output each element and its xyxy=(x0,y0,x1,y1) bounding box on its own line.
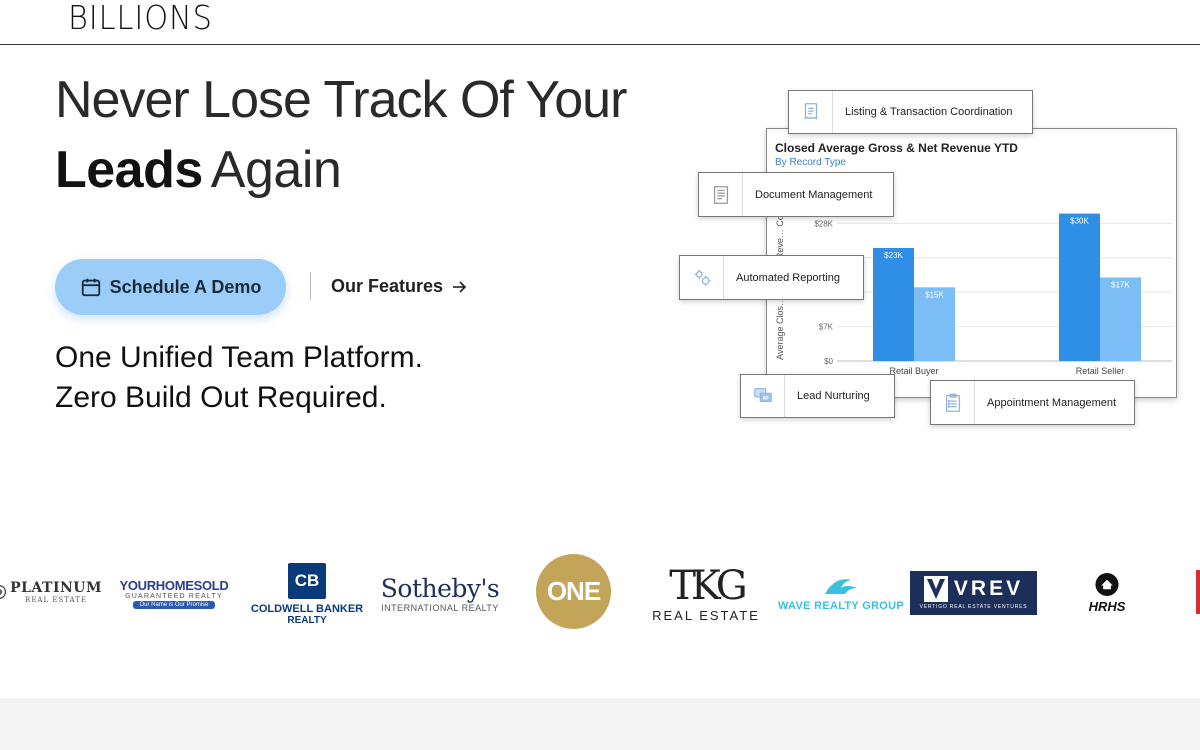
one-mark: ONE xyxy=(546,576,601,606)
receipt-icon xyxy=(789,91,833,133)
tag-document-management: Document Management xyxy=(698,172,894,217)
hero-highlight-word: Leads xyxy=(55,141,203,199)
tag-listing-label: Listing & Transaction Coordination xyxy=(845,106,1013,118)
tkg-mark: TKG xyxy=(669,562,747,609)
document-icon xyxy=(699,173,743,216)
logo-coldwell-banker: CB COLDWELL BANKER REALTY xyxy=(248,558,366,630)
gears-icon xyxy=(680,256,724,299)
site-header: BILLIONS xyxy=(0,0,1200,45)
lion-icon xyxy=(0,585,7,599)
tagline-line2: Zero Build Out Required. xyxy=(55,381,387,414)
logo-partial-red xyxy=(1196,570,1200,614)
wave-name: WAVE REALTY GROUP xyxy=(777,600,905,612)
logo-vrev: VREV VERTIGO REAL ESTATE VENTURES xyxy=(910,571,1037,615)
chart-x-tick-label: Retail Seller xyxy=(1076,366,1125,376)
sothebys-sub: INTERNATIONAL REALTY xyxy=(381,602,499,613)
yourhome-sub: GUARANTEED REALTY xyxy=(125,592,223,600)
chart-bar xyxy=(1059,213,1100,361)
arrow-right-icon xyxy=(453,280,467,293)
billions-logo[interactable]: BILLIONS xyxy=(68,0,213,37)
chart-y-tick-label: $28K xyxy=(814,219,833,228)
schedule-demo-label: Schedule A Demo xyxy=(109,276,262,297)
chart-subtitle: By Record Type xyxy=(775,157,846,168)
logo-sothebys: Sotheby's INTERNATIONAL REALTY xyxy=(380,568,500,618)
vrev-sub: VERTIGO REAL ESTATE VENTURES xyxy=(919,604,1028,610)
logo-yourhomesold: YOURHOMESOLD GUARANTEED REALTY Our Name … xyxy=(114,572,234,614)
next-section-band xyxy=(0,698,1200,750)
tag-automated-reporting: Automated Reporting xyxy=(679,255,864,300)
tagline-line1: One Unified Team Platform. xyxy=(55,341,423,374)
logo-platinum: PLATINUM REAL ESTATE xyxy=(0,572,102,612)
tkg-sub: REAL ESTATE xyxy=(652,607,760,623)
clipboard-icon xyxy=(931,381,975,424)
vrev-v-icon xyxy=(923,576,948,602)
calendar-icon xyxy=(81,278,100,297)
hero-headline-tail: Again xyxy=(210,141,342,199)
yourhome-name: YOURHOMESOLD xyxy=(119,577,229,593)
logo-tkg: TKG REAL ESTATE xyxy=(652,558,760,628)
tag-listing-transaction: Listing & Transaction Coordination xyxy=(788,90,1033,134)
our-features-label: Our Features xyxy=(331,276,444,296)
chart-x-tick-label: Retail Buyer xyxy=(889,366,938,376)
chart-bar xyxy=(914,287,955,361)
vrev-name: VREV xyxy=(953,577,1024,600)
logo-hrhs: HRHS xyxy=(1074,572,1140,614)
tag-document-label: Document Management xyxy=(755,188,873,201)
tagline: One Unified Team Platform. Zero Build Ou… xyxy=(55,338,423,418)
schedule-demo-button[interactable]: Schedule A Demo xyxy=(55,259,286,315)
cb-mark: CB xyxy=(294,570,320,590)
logo-wave-realty: WAVE REALTY GROUP xyxy=(776,570,906,616)
chart-y-tick-label: $7K xyxy=(819,323,834,332)
yourhome-tagline: Our Name is Our Promise xyxy=(133,600,215,609)
platinum-name: PLATINUM xyxy=(10,580,102,596)
platinum-sub: REAL ESTATE xyxy=(25,596,87,604)
tag-appointment-label: Appointment Management xyxy=(987,396,1117,409)
our-features-link[interactable]: Our Features xyxy=(331,276,467,297)
partner-logos-strip: PLATINUM REAL ESTATE YOURHOMESOLD GUARAN… xyxy=(0,550,1200,640)
chart-y-tick-label: $0 xyxy=(824,357,833,366)
logo-one: ONE xyxy=(536,554,611,629)
chart-bar xyxy=(1100,277,1141,361)
chart-bar-label: $15K xyxy=(925,290,944,299)
sothebys-name: Sotheby's xyxy=(380,573,500,603)
chart-bar xyxy=(873,247,914,361)
hrhs-name: HRHS xyxy=(1088,599,1126,614)
tag-appointment-management: Appointment Management xyxy=(930,380,1135,425)
chart-bar-label: $30K xyxy=(1070,217,1089,226)
wave-icon xyxy=(825,579,857,594)
chart-bar-label: $17K xyxy=(1111,280,1130,289)
cta-divider xyxy=(310,272,311,300)
chat-bubbles-icon xyxy=(741,375,785,417)
house-circle-icon xyxy=(1095,572,1119,597)
coldwell-name: COLDWELL BANKER xyxy=(250,602,364,615)
coldwell-sub: REALTY xyxy=(287,614,327,626)
chart-title: Closed Average Gross & Net Revenue YTD xyxy=(775,141,1018,155)
cb-badge: CB xyxy=(288,562,326,599)
chart-bar-label: $23K xyxy=(884,251,903,260)
tag-nurturing-label: Lead Nurturing xyxy=(797,390,870,402)
hero-headline-line1: Never Lose Track Of Your xyxy=(55,71,627,129)
tag-lead-nurturing: Lead Nurturing xyxy=(740,374,895,418)
tag-reporting-label: Automated Reporting xyxy=(736,271,840,284)
